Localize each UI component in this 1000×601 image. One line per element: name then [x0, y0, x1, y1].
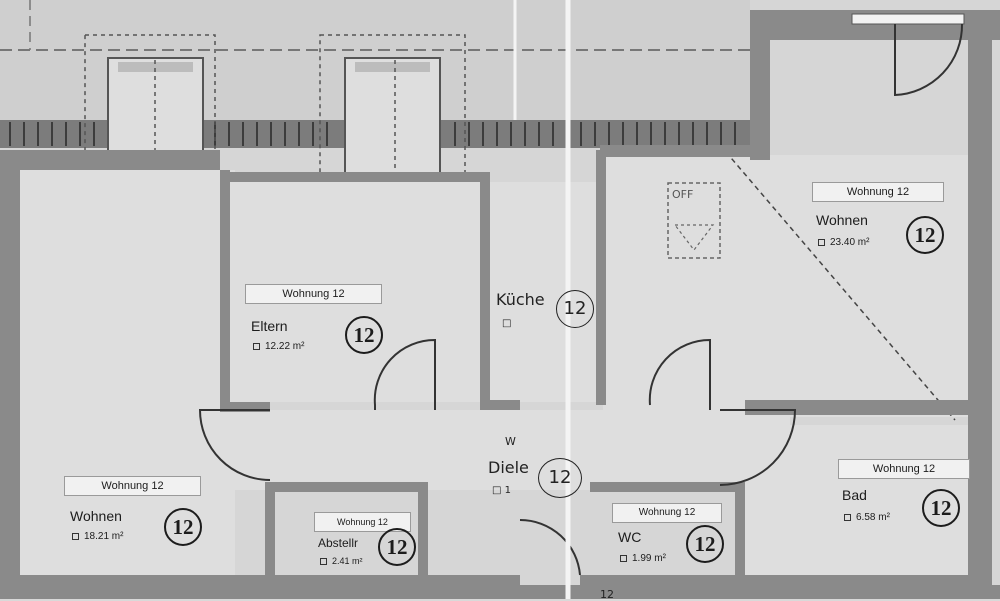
room-name: Eltern — [251, 318, 288, 334]
room-badge: 12 — [164, 508, 202, 546]
window-middle-sill — [355, 62, 430, 72]
bottom-number-partial: 12 — [600, 588, 614, 601]
room-tag-header: Wohnung 12 — [245, 284, 382, 304]
door-swing-wohnen-right — [648, 338, 711, 410]
room-area: 2.41 m² — [320, 556, 363, 566]
wall-right-outer — [968, 10, 992, 590]
room-badge: 12 — [922, 489, 960, 527]
room-tag-header: Wohnung 12 — [64, 476, 201, 496]
room-badge: 12 — [345, 316, 383, 354]
door-swing-bad — [719, 409, 797, 486]
room-area: 6.58 m² — [844, 512, 890, 523]
door-swing-wohnen-left — [198, 409, 271, 481]
room-tag-header: Wohnung 12 — [314, 512, 411, 532]
room-name: Wohnen — [816, 212, 868, 228]
door-swing-eltern — [373, 338, 436, 410]
facade-hatching — [9, 122, 736, 146]
diagonal-dashed-line — [719, 144, 956, 421]
kueche-area-partial: □ — [502, 318, 512, 329]
room-tag-header: Wohnung 12 — [612, 503, 722, 523]
room-tag-header: Wohnung 12 — [838, 459, 970, 479]
door-swing-entrance — [519, 518, 581, 576]
door-swing-top-right — [894, 23, 964, 97]
room-area: 18.21 m² — [72, 531, 123, 542]
diele-tag-partial: W — [505, 435, 516, 448]
room-badge: 12 — [906, 216, 944, 254]
room-name: Bad — [842, 487, 867, 503]
handwritten-kueche-number: 12 — [556, 290, 594, 328]
kitchen-fixture-label: OFF — [672, 188, 694, 201]
window-left-sill — [118, 62, 193, 72]
handwritten-diele-label: Diele — [488, 458, 529, 477]
room-tag-header: Wohnung 12 — [812, 182, 944, 202]
handwritten-kueche-label: Küche — [496, 290, 545, 309]
diele-area-partial: □ 1 — [492, 485, 511, 496]
kitchen-fixture-arrow — [673, 224, 715, 251]
room-badge: 12 — [378, 528, 416, 566]
room-badge: 12 — [686, 525, 724, 563]
window-middle — [344, 57, 441, 179]
room-area: 1.99 m² — [620, 553, 666, 564]
interior-walls — [0, 145, 1000, 599]
room-area: 23.40 m² — [818, 237, 869, 248]
room-floor-wohnen-left — [20, 170, 235, 580]
room-name: Abstellr — [318, 536, 359, 550]
wall-right-room-left — [750, 10, 770, 160]
room-name: Wohnen — [70, 508, 122, 524]
room-area: 12.22 m² — [253, 341, 304, 352]
handwritten-diele-number: 12 — [538, 458, 582, 498]
room-floor-diele — [200, 410, 790, 490]
window-top-right — [851, 13, 965, 25]
room-name: WC — [618, 529, 642, 545]
